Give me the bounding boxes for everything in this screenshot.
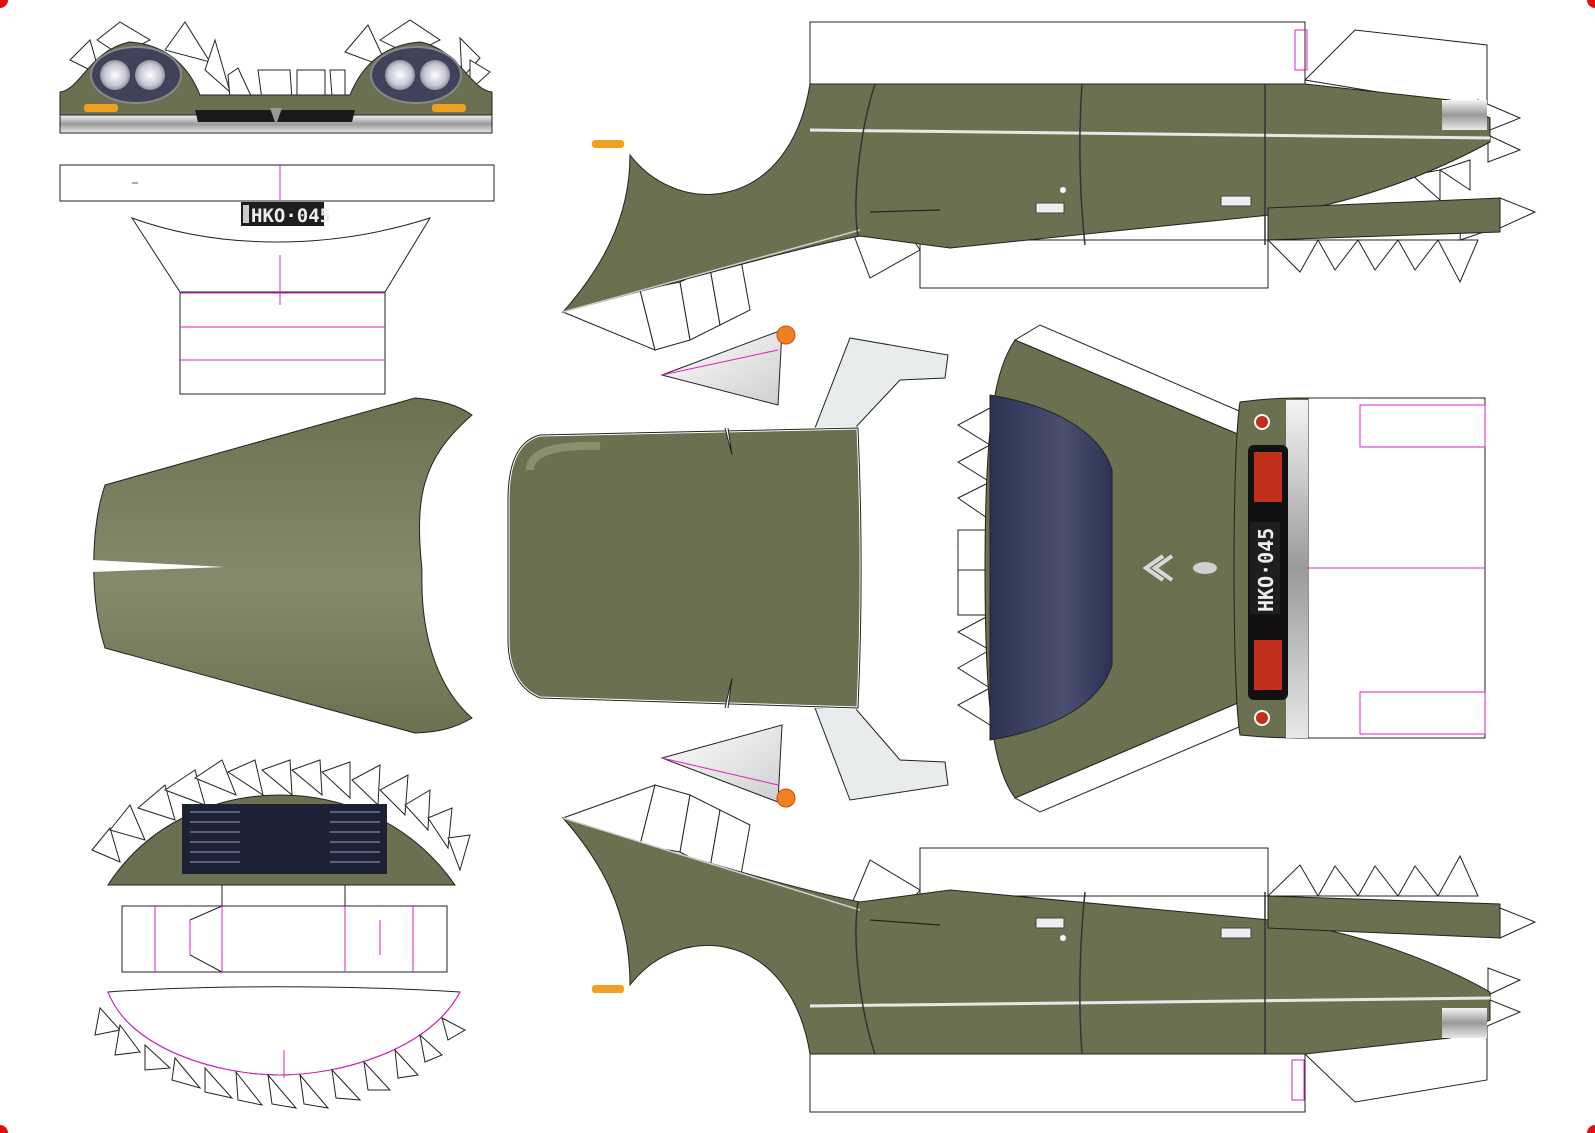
turn-signal-right bbox=[432, 104, 466, 112]
rear-side-marker-bottom bbox=[776, 788, 796, 808]
front-bumper-strip bbox=[59, 164, 495, 202]
registration-mark-top-left bbox=[0, 0, 8, 8]
rear-quarter-glass-bottom bbox=[660, 724, 783, 803]
headlight-right bbox=[370, 46, 462, 104]
trunk-badge bbox=[1193, 562, 1217, 574]
side-turn-signal-top bbox=[592, 140, 624, 148]
front-license-plate: HKO·045 bbox=[241, 202, 331, 227]
side-turn-signal-bottom bbox=[592, 985, 624, 993]
door-handle-bottom-front bbox=[1035, 917, 1066, 941]
door-handle-top-rear bbox=[1220, 195, 1252, 207]
registration-mark-bottom-right bbox=[1587, 1125, 1595, 1133]
headlight-left bbox=[90, 46, 182, 104]
rear-license-plate: HKO·045 bbox=[1250, 522, 1280, 614]
registration-mark-bottom-left bbox=[0, 1125, 8, 1133]
rear-quarter-glass-top bbox=[660, 329, 783, 406]
turn-signal-left bbox=[84, 104, 118, 112]
rear-window-interior bbox=[182, 804, 387, 874]
side-panel-top bbox=[561, 21, 1537, 351]
registration-mark-top-right bbox=[1587, 0, 1595, 8]
door-handle-top-front bbox=[1035, 187, 1066, 214]
side-panel-bottom bbox=[561, 784, 1537, 1113]
front-under-panel bbox=[130, 217, 432, 395]
rear-plate-number: HKO·045 bbox=[1254, 528, 1278, 612]
rear-deck-panel bbox=[956, 324, 1486, 813]
citroen-double-chevron-icon bbox=[1142, 554, 1174, 582]
hood-panel bbox=[92, 397, 473, 734]
rear-side-marker-top bbox=[776, 325, 796, 345]
roof-panel bbox=[506, 337, 949, 801]
front-logo-mark bbox=[270, 108, 282, 125]
front-plate-number: HKO·045 bbox=[251, 205, 331, 227]
door-handle-bottom-rear bbox=[1220, 927, 1252, 939]
